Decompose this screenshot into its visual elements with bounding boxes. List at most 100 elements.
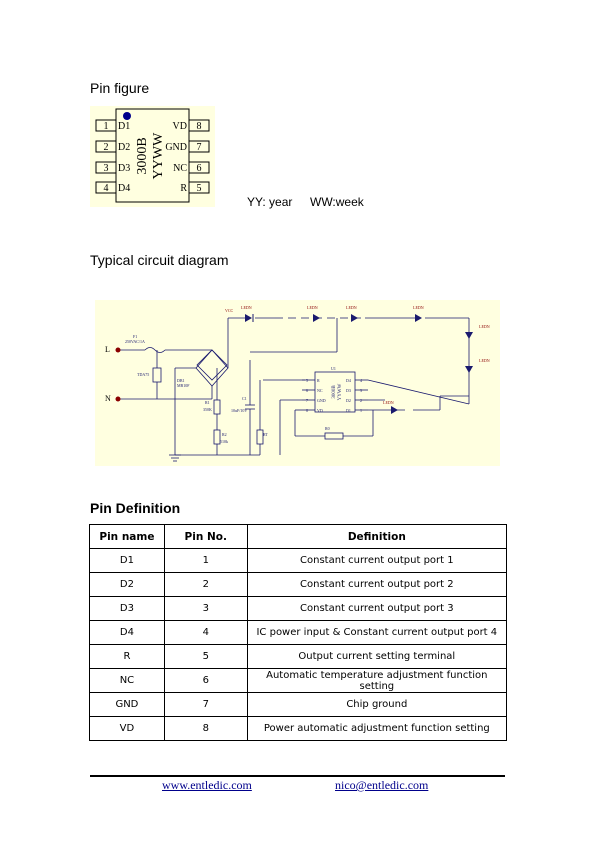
legend-year: YY: year xyxy=(247,195,293,209)
pin-name-gnd: GND xyxy=(165,142,187,153)
label-c1: C1 xyxy=(242,396,247,401)
label-vcc: VCC xyxy=(225,308,234,313)
led-icon-7 xyxy=(391,406,398,414)
ic-num-6: 6 xyxy=(306,388,308,393)
cell-pin-name: D2 xyxy=(89,572,165,597)
circuit-svg: L N F1 250VAC/1A TDA75 DB1 MB10F VCC R1 … xyxy=(105,305,490,462)
chip-marking-part: 3000B xyxy=(135,137,150,174)
ic-pin-d3: D3 xyxy=(346,388,351,393)
pin-num-2: 2 xyxy=(104,142,109,153)
pin-name-d1: D1 xyxy=(118,121,130,132)
led-icon-5 xyxy=(465,332,473,339)
ic-pin-r: R xyxy=(317,378,320,383)
cell-pin-no: 4 xyxy=(163,620,248,645)
label-fuse-rating: 250VAC/1A xyxy=(125,339,145,344)
ic-marking-part: 3000B xyxy=(332,385,337,399)
led-icon-3 xyxy=(351,314,358,322)
chip-marking-date: YYWW xyxy=(151,132,166,179)
cell-definition: Constant current output port 1 xyxy=(246,548,508,573)
circuit-diagram: L N F1 250VAC/1A TDA75 DB1 MB10F VCC R1 … xyxy=(95,300,500,466)
ic-pin-d4: D4 xyxy=(346,378,351,383)
cell-pin-name: D3 xyxy=(89,596,165,621)
pin-name-d2: D2 xyxy=(118,142,130,153)
ic-num-4: 4 xyxy=(360,378,362,383)
label-r1-value: 350K xyxy=(203,407,212,412)
ic-pin-d1: D1 xyxy=(346,408,351,413)
pin-figure-diagram: 1 2 3 4 D1 D2 D3 D4 8 7 6 5 VD GND NC R … xyxy=(90,106,215,207)
label-bridge-part: MB10F xyxy=(177,383,190,388)
pin-figure-title: Pin figure xyxy=(90,80,150,96)
ic-num-5: 5 xyxy=(306,378,308,383)
label-n: N xyxy=(105,394,111,403)
led-label-2: LEDN xyxy=(307,305,318,310)
pin-definition-table: Pin name Pin No. Definition D1 1 Constan… xyxy=(89,524,508,741)
pin-name-d3: D3 xyxy=(118,163,130,174)
cell-definition: Automatic temperature adjustment functio… xyxy=(246,668,508,693)
cell-pin-name: NC xyxy=(89,668,165,693)
label-l: L xyxy=(105,345,110,354)
footer-website-link[interactable]: www.entledic.com xyxy=(162,778,252,792)
led-icon-6 xyxy=(465,366,473,373)
pin-num-5: 5 xyxy=(197,183,202,194)
table-header-row: Pin name Pin No. Definition xyxy=(89,524,508,549)
ic-num-3: 3 xyxy=(360,388,362,393)
cell-pin-name: GND xyxy=(89,692,165,717)
pin-num-1: 1 xyxy=(104,121,109,132)
label-r2: R2 xyxy=(222,432,227,437)
right-pin-boxes xyxy=(188,119,210,194)
table-row: GND 7 Chip ground xyxy=(89,692,508,717)
table-row: D2 2 Constant current output port 2 xyxy=(89,572,508,597)
cell-pin-no: 2 xyxy=(163,572,248,597)
header-pin-no: Pin No. xyxy=(163,524,248,549)
cell-pin-name: R xyxy=(89,644,165,669)
pin-num-6: 6 xyxy=(197,163,202,174)
pin-num-3: 3 xyxy=(104,163,109,174)
label-r2-value: 510k xyxy=(220,439,228,444)
label-r1: R1 xyxy=(205,400,210,405)
pin-num-4: 4 xyxy=(104,183,109,194)
circuit-title: Typical circuit diagram xyxy=(90,252,229,268)
terminal-l xyxy=(115,347,121,353)
ic-num-1: 1 xyxy=(360,408,362,413)
left-pin-boxes xyxy=(95,119,117,194)
pin-name-nc: NC xyxy=(173,163,187,174)
cell-pin-no: 6 xyxy=(163,668,248,693)
table-row: R 5 Output current setting terminal xyxy=(89,644,508,669)
table-row: VD 8 Power automatic adjustment function… xyxy=(89,716,508,741)
ic-pin-gnd: GND xyxy=(317,398,326,403)
cell-definition: IC power input & Constant current output… xyxy=(246,620,508,645)
led-icon-4 xyxy=(415,314,422,322)
label-bridge: DB1 xyxy=(177,378,185,383)
label-u1: U1 xyxy=(331,366,336,371)
footer-email-link[interactable]: nico@entledic.com xyxy=(335,778,429,792)
cell-pin-no: 7 xyxy=(163,692,248,717)
table-row: NC 6 Automatic temperature adjustment fu… xyxy=(89,668,508,693)
ic-marking-date: YYWW xyxy=(338,383,343,400)
cell-pin-name: D1 xyxy=(89,548,165,573)
led-label-3: LEDN xyxy=(346,305,357,310)
ic-num-7: 7 xyxy=(306,398,308,403)
cell-definition: Constant current output port 2 xyxy=(246,572,508,597)
circuit-wires xyxy=(118,317,470,462)
header-pin-name: Pin name xyxy=(89,524,165,549)
led-label-1: LEDN xyxy=(241,305,252,310)
pin-num-8: 8 xyxy=(197,121,202,132)
led-symbols xyxy=(245,314,473,414)
label-tvs: TDA75 xyxy=(137,372,149,377)
table-row: D4 4 IC power input & Constant current o… xyxy=(89,620,508,645)
ic-num-2: 2 xyxy=(360,398,362,403)
label-rt: RT xyxy=(263,432,268,437)
led-label-4: LEDN xyxy=(413,305,424,310)
legend-week: WW:week xyxy=(310,195,364,209)
pin-name-vd: VD xyxy=(173,121,187,132)
table-row: D1 1 Constant current output port 1 xyxy=(89,548,508,573)
label-c1-value: 10uF/10V xyxy=(231,408,247,413)
led-icon-2 xyxy=(313,314,320,322)
cell-pin-no: 3 xyxy=(163,596,248,621)
header-definition: Definition xyxy=(246,524,508,549)
cell-pin-name: D4 xyxy=(89,620,165,645)
pin-num-7: 7 xyxy=(197,142,202,153)
table-row: D3 3 Constant current output port 3 xyxy=(89,596,508,621)
pin-name-d4: D4 xyxy=(118,183,130,194)
ic-num-8: 8 xyxy=(306,408,308,413)
